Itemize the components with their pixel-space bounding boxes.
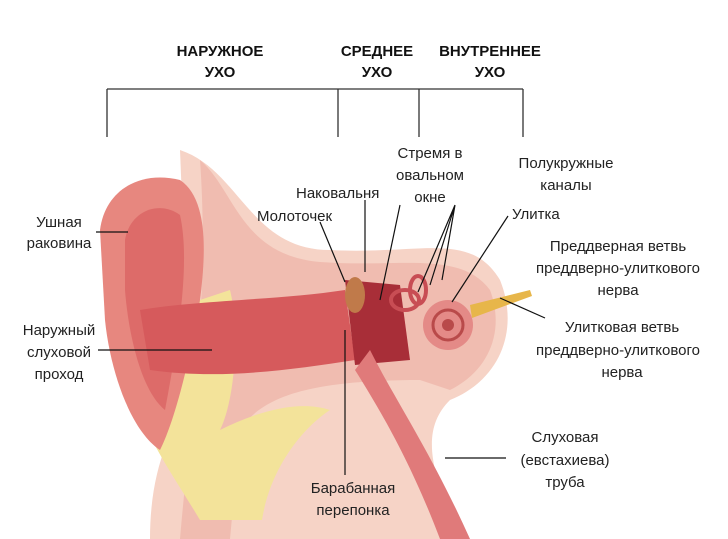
label-incus: Наковальня bbox=[296, 185, 379, 202]
nerve-shape bbox=[470, 290, 532, 318]
ear-drawing bbox=[100, 150, 532, 539]
label-cochlea: Улитка bbox=[512, 206, 560, 223]
svg-text:преддверно-улиткового: преддверно-улиткового bbox=[536, 342, 700, 359]
svg-text:каналы: каналы bbox=[540, 177, 591, 194]
svg-text:Преддверная ветвь: Преддверная ветвь bbox=[550, 238, 687, 255]
svg-text:Ушная: Ушная bbox=[36, 214, 82, 231]
svg-text:перепонка: перепонка bbox=[316, 502, 390, 519]
svg-text:Стремя в: Стремя в bbox=[398, 145, 463, 162]
ear-canal-shape bbox=[140, 290, 355, 375]
svg-text:Полукружные: Полукружные bbox=[519, 155, 614, 172]
svg-text:Наружный: Наружный bbox=[23, 322, 96, 339]
section-middle-ear: СРЕДНЕЕ УХО bbox=[341, 43, 413, 81]
svg-text:Барабанная: Барабанная bbox=[311, 480, 396, 497]
section-outer-ear: НАРУЖНОЕ УХО bbox=[177, 43, 264, 81]
svg-text:раковина: раковина bbox=[27, 235, 92, 252]
svg-text:слуховой: слуховой bbox=[27, 344, 91, 361]
svg-text:НАРУЖНОЕ: НАРУЖНОЕ bbox=[177, 43, 264, 60]
svg-text:УХО: УХО bbox=[362, 64, 393, 81]
semicircular-canals-shape bbox=[389, 274, 428, 312]
svg-text:труба: труба bbox=[545, 474, 585, 491]
label-malleus: Молоточек bbox=[257, 208, 332, 225]
label-stapes: Стремя в овальном окне bbox=[396, 145, 464, 206]
svg-text:нерва: нерва bbox=[597, 282, 639, 299]
label-semicircular-canals: Полукружные каналы bbox=[519, 155, 614, 194]
svg-text:УХО: УХО bbox=[205, 64, 236, 81]
label-eustachian-tube: Слуховая (евстахиева) труба bbox=[520, 429, 609, 491]
label-ear-canal: Наружный слуховой проход bbox=[23, 322, 96, 383]
svg-text:ВНУТРЕННЕЕ: ВНУТРЕННЕЕ bbox=[439, 43, 541, 60]
section-inner-ear: ВНУТРЕННЕЕ УХО bbox=[439, 43, 541, 81]
svg-text:УХО: УХО bbox=[475, 64, 506, 81]
svg-text:Слуховая: Слуховая bbox=[531, 429, 598, 446]
svg-text:(евстахиева): (евстахиева) bbox=[520, 452, 609, 469]
svg-text:окне: окне bbox=[414, 189, 446, 206]
label-eardrum: Барабанная перепонка bbox=[311, 480, 396, 519]
svg-text:проход: проход bbox=[35, 366, 84, 383]
label-vestibular-branch: Преддверная ветвь преддверно-улиткового … bbox=[536, 238, 700, 299]
svg-text:Улитковая ветвь: Улитковая ветвь bbox=[565, 319, 680, 336]
svg-text:СРЕДНЕЕ: СРЕДНЕЕ bbox=[341, 43, 413, 60]
svg-text:преддверно-улиткового: преддверно-улиткового bbox=[536, 260, 700, 277]
eustachian-tube bbox=[355, 350, 470, 539]
svg-text:овальном: овальном bbox=[396, 167, 464, 184]
ossicles bbox=[345, 277, 365, 313]
label-cochlear-branch: Улитковая ветвь преддверно-улиткового не… bbox=[536, 319, 700, 381]
section-bracket bbox=[106, 88, 524, 137]
label-auricle: Ушная раковина bbox=[27, 214, 92, 252]
leader-lines bbox=[96, 200, 546, 475]
svg-text:нерва: нерва bbox=[601, 364, 643, 381]
